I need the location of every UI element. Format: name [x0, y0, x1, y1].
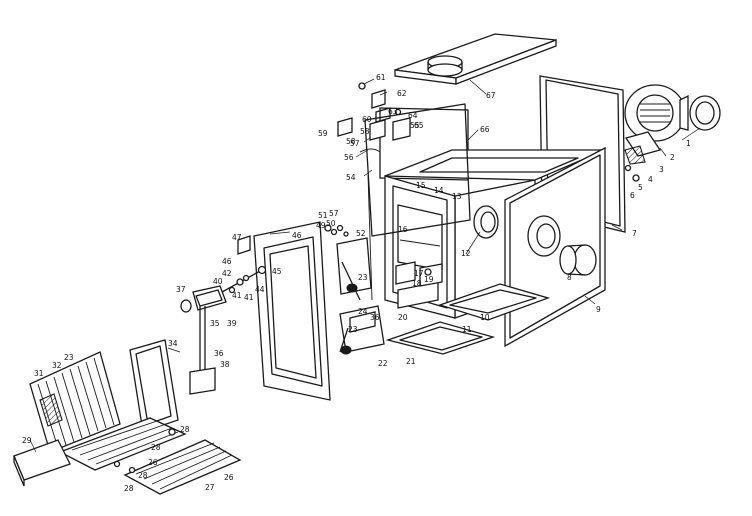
- callout: 67: [486, 91, 496, 100]
- callout: 13: [452, 192, 462, 201]
- callout: 63: [388, 107, 398, 116]
- callout: 6: [630, 191, 635, 200]
- callout: 65: [414, 121, 424, 130]
- shaker-assembly: [336, 237, 385, 355]
- callout: 21: [406, 357, 416, 366]
- callout: 12: [461, 249, 471, 258]
- control-assembly: [337, 82, 411, 153]
- callout: 23: [348, 325, 358, 334]
- callout: 56: [344, 153, 354, 162]
- ash-bar: [13, 439, 71, 487]
- callout: 49: [316, 221, 326, 230]
- callout: 46: [222, 257, 232, 266]
- flue-collar: [559, 244, 597, 276]
- callout: 57: [350, 139, 360, 148]
- callout: 17: [414, 269, 424, 278]
- callout: 34: [168, 339, 178, 348]
- callout: 11: [462, 325, 472, 334]
- inner-components: [395, 261, 443, 309]
- callout: 15: [416, 181, 426, 190]
- callout: 61: [376, 73, 386, 82]
- callout: 22: [378, 359, 388, 368]
- callout: 39: [227, 319, 237, 328]
- callout: 60: [362, 115, 372, 124]
- callout: 27: [205, 483, 215, 492]
- callout-labels: 1 2 3 4 5 6 7 8 9 10 11 12 13 14 15 16 1…: [22, 73, 691, 493]
- base-pan: [437, 283, 551, 321]
- callout: 37: [176, 285, 186, 294]
- callout: 59: [318, 129, 328, 138]
- callout: 55: [410, 121, 420, 130]
- callout: 36: [370, 313, 380, 322]
- callout: 47: [232, 233, 242, 242]
- callout: 18: [412, 279, 422, 288]
- callout: 64: [408, 111, 418, 120]
- callout: 58: [360, 127, 370, 136]
- callout: 41: [244, 293, 254, 302]
- callout: 28: [124, 484, 134, 493]
- callout: 28: [151, 443, 161, 452]
- callout: 52: [356, 229, 366, 238]
- callout: 8: [567, 273, 572, 282]
- blower-assembly: [624, 84, 721, 182]
- callout: 23: [358, 273, 368, 282]
- callout: 35: [210, 319, 220, 328]
- door-panel: [253, 221, 331, 401]
- callout: 9: [596, 305, 601, 314]
- callout: 26: [148, 458, 158, 467]
- callout: 54: [346, 173, 356, 182]
- callout: 24: [358, 307, 368, 316]
- callout: 19: [424, 275, 434, 284]
- callout: 7: [632, 229, 637, 238]
- side-grate: [29, 351, 121, 453]
- leader-lines: [29, 78, 701, 453]
- callout: 23: [64, 353, 74, 362]
- bottom-tray: [385, 321, 496, 355]
- callout: 36: [214, 349, 224, 358]
- callout: 10: [480, 313, 490, 322]
- callout: 20: [398, 313, 408, 322]
- callout: 66: [480, 125, 490, 134]
- callout: 32: [52, 361, 62, 370]
- callout: 3: [659, 165, 664, 174]
- callout: 28: [180, 425, 190, 434]
- callout: 40: [213, 277, 223, 286]
- callout: 62: [397, 89, 407, 98]
- gasket-frame: [364, 103, 471, 301]
- top-panel: [394, 33, 557, 85]
- callout: 45: [272, 267, 282, 276]
- callout: 1: [686, 139, 691, 148]
- callout: 38: [220, 360, 230, 369]
- callout: 44: [255, 285, 265, 294]
- callout: 4: [648, 175, 653, 184]
- deflector-panel: [129, 339, 179, 433]
- callout: 14: [434, 186, 444, 195]
- callout: 46: [292, 231, 302, 240]
- bottom-grates: [58, 417, 242, 495]
- callout: 51: [318, 211, 328, 220]
- callout: 29: [22, 436, 32, 445]
- thermostat-assembly: [180, 285, 227, 395]
- callout: 50: [326, 219, 336, 228]
- callout: 2: [670, 153, 675, 162]
- latch-assembly: [221, 235, 267, 294]
- callout: 26: [224, 473, 234, 482]
- door-hardware: [324, 224, 349, 237]
- callout: 58: [346, 137, 356, 146]
- callout: 16: [398, 225, 408, 234]
- callout: 31: [34, 369, 44, 378]
- callout: 57: [329, 209, 339, 218]
- callout: 5: [638, 183, 643, 192]
- callout: 42: [222, 269, 232, 278]
- callout: 28: [138, 471, 148, 480]
- callout: 41: [232, 291, 242, 300]
